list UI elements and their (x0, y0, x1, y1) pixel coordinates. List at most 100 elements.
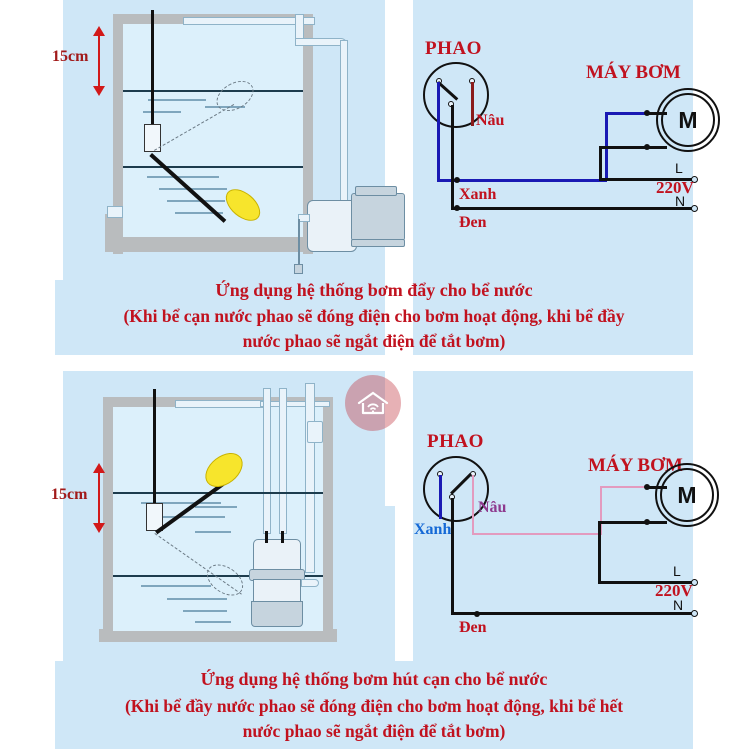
terminal-L-label: L (673, 563, 681, 579)
caption-title-bottom: Ứng dụng hệ thống bơm hút cạn cho bể nướ… (200, 669, 548, 689)
motor-lead-top (647, 112, 667, 115)
motor-lead-bottom (647, 146, 667, 149)
ripple (195, 506, 237, 508)
inlet-pipe-horizontal-2 (260, 401, 330, 407)
float-anchor-box (144, 124, 161, 152)
float-switch-label: PHAO (425, 38, 482, 59)
pump-suction-port (298, 214, 310, 222)
wire-den-label: Đen (459, 619, 487, 636)
dimension-arrow-up (93, 26, 105, 36)
float-suspension-rod (153, 389, 156, 507)
dimension-arrow-down (93, 86, 105, 96)
tank-wall-left (103, 397, 113, 642)
pump-motor-body (351, 193, 405, 241)
tank-wall-skirt-left (105, 214, 115, 252)
tank-wall-bottom (99, 629, 337, 642)
house-wifi-icon (357, 391, 389, 415)
motor-symbol: M (660, 468, 714, 522)
wire-nau-label: Nâu (478, 499, 507, 516)
tank-wall-right (303, 14, 313, 254)
delivery-pipe-down (340, 40, 348, 202)
dimension-arrow-up (93, 463, 105, 473)
motor-lead-top (647, 486, 667, 489)
motor-outer-circle (655, 463, 719, 527)
terminal-L (691, 176, 698, 183)
wire-den-horizontal (451, 207, 694, 210)
ripple (147, 176, 219, 178)
waterline-low (113, 575, 323, 577)
float-suspension-rod (151, 10, 154, 128)
panel-drain-pump: 15cm PHAO Xanh Nâu Đen MÁY BƠ (51, 371, 719, 749)
wire-xanh-label: Xanh (459, 186, 497, 203)
float-switch-symbol (423, 456, 489, 522)
wire-den-vertical (451, 105, 454, 209)
float-switch-label: PHAO (427, 431, 484, 452)
wire-den-label: Đen (459, 214, 487, 231)
dimension-line (98, 30, 100, 92)
waterline-high (113, 492, 323, 494)
motor-outer-circle (656, 88, 720, 152)
junction-dot-den (474, 611, 480, 617)
wire-nau-horizontal (472, 533, 602, 535)
discharge-pipe-3 (305, 383, 315, 573)
wire-nau-to-motor (600, 486, 665, 488)
float-anchor-box (146, 503, 163, 531)
wire-xanh (439, 475, 442, 519)
motor-lead-to-L-down (598, 521, 601, 583)
ripple (141, 585, 211, 587)
pump-cable-2 (281, 531, 284, 543)
ripple (143, 111, 181, 113)
waterline-high (123, 90, 303, 92)
dimension-arrow-down (93, 523, 105, 533)
wire-nau-riser (600, 486, 602, 535)
pump-discharge-elbow (301, 579, 319, 587)
wire-den-horizontal (451, 612, 695, 615)
discharge-pipe-2 (279, 388, 287, 534)
ripple (195, 531, 231, 533)
pump-cable-1 (265, 531, 268, 543)
caption-line2-bottom: nước phao sẽ ngắt điện để tắt bơm) (242, 721, 506, 741)
pump-base (351, 239, 405, 247)
inlet-pipe-horizontal (175, 400, 265, 408)
pump-terminal-box (355, 186, 397, 196)
wire-xanh-label: Xanh (414, 521, 452, 538)
pump-label: MÁY BƠM (588, 455, 683, 476)
discharge-pipe-1 (263, 388, 271, 534)
tank-top-junction-box (307, 421, 323, 443)
panel-separator-bottom (395, 371, 413, 661)
ripple (148, 99, 206, 101)
caption-line2-top: nước phao sẽ ngắt điện để tắt bơm) (242, 331, 506, 351)
pump-housing (307, 200, 357, 252)
panel-left-edge-bottom (55, 371, 63, 661)
pump-power-cord (298, 219, 300, 267)
ripple (205, 106, 245, 108)
ripple (195, 621, 231, 623)
motor-symbol: M (661, 93, 715, 147)
dimension-label: 15cm (52, 48, 89, 65)
motor-lead-to-L-left (599, 146, 647, 149)
motor-lead-bottom (647, 521, 667, 524)
pump-mid-housing (253, 579, 301, 603)
supply-label: 220V (655, 581, 693, 600)
tank-wall-bottom (105, 234, 321, 252)
wire-nau-vertical (472, 475, 474, 535)
terminal-N (691, 610, 698, 617)
panel-push-pump: 15cm PHAO Nâu Xanh Đen (52, 0, 720, 355)
dimension-line (98, 469, 100, 529)
terminal-N-label: N (675, 193, 686, 209)
ripple (175, 212, 223, 214)
pump-upper-housing (253, 539, 301, 573)
pump-label: MÁY BƠM (586, 62, 681, 83)
caption-title-top: Ứng dụng hệ thống bơm đẩy cho bể nước (215, 280, 533, 300)
pump-plug (294, 264, 303, 274)
wire-den-vertical (451, 498, 454, 615)
ripple (151, 516, 225, 518)
ripple (141, 502, 221, 504)
terminal-L (691, 579, 698, 586)
motor-lead-to-L-down (599, 146, 602, 180)
wire-nau-label: Nâu (476, 112, 505, 129)
tank-wall-right (323, 397, 333, 642)
wire-xanh-to-motor (605, 112, 665, 115)
ripple (167, 598, 227, 600)
